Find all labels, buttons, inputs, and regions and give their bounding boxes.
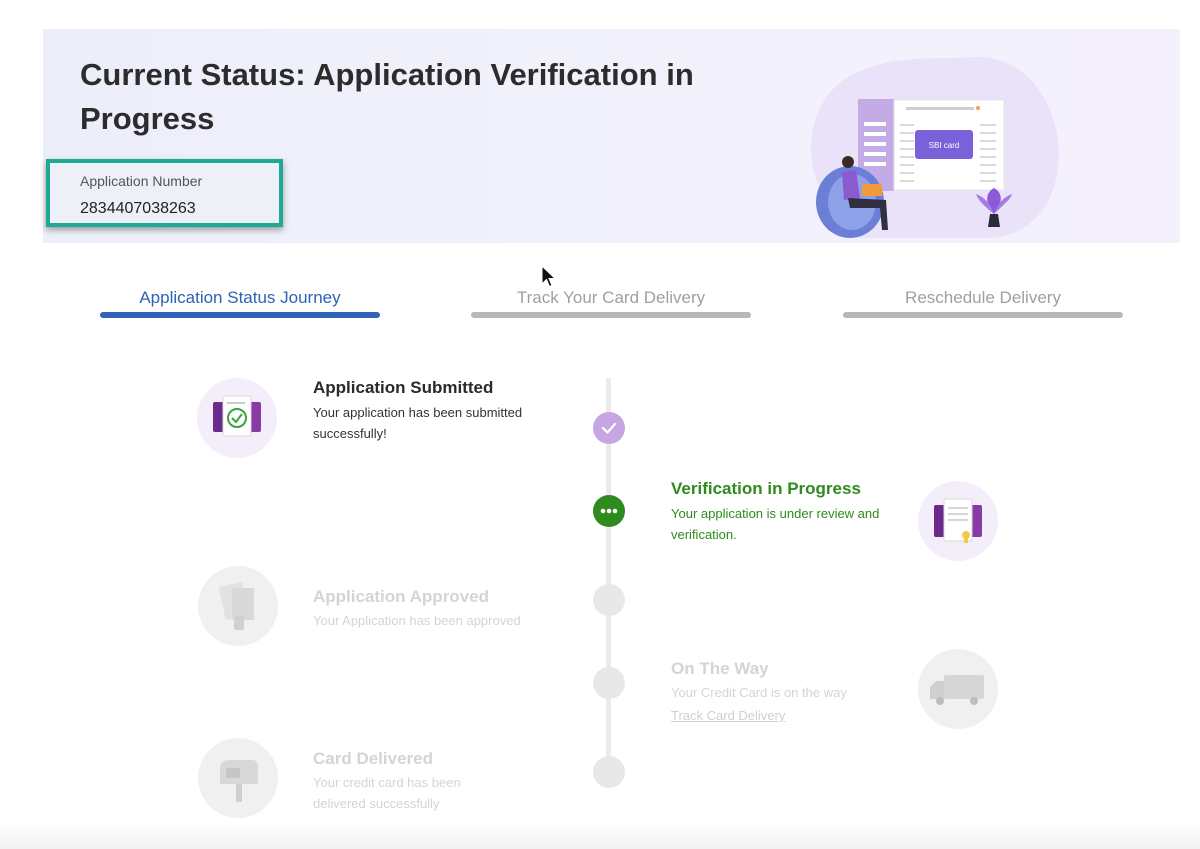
tab-reschedule-delivery[interactable]: Reschedule Delivery: [905, 288, 1061, 307]
document-review-icon: [918, 481, 998, 561]
step-node-pending: [593, 756, 625, 788]
step-title-verification-in-progress: Verification in Progress: [671, 479, 861, 498]
mouse-cursor-icon: [541, 265, 557, 288]
step-desc-on-the-way: Your Credit Card is on the way: [671, 685, 847, 700]
step-node-pending: [593, 584, 625, 616]
step-node-pending: [593, 667, 625, 699]
application-number-value: 2834407038263: [80, 200, 196, 217]
step-desc-application-submitted: Your application has been submitted succ…: [313, 405, 523, 441]
document-check-icon: [197, 378, 277, 458]
delivery-truck-icon: [918, 649, 998, 729]
step-desc-application-approved: Your Application has been approved: [313, 613, 521, 628]
check-icon: [593, 412, 625, 444]
step-title-application-submitted: Application Submitted: [313, 378, 494, 397]
mailbox-icon: [198, 738, 278, 818]
tab-application-status-journey[interactable]: Application Status Journey: [139, 288, 341, 307]
step-title-application-approved: Application Approved: [313, 587, 489, 606]
in-progress-dots-icon: [593, 495, 625, 527]
track-card-delivery-link[interactable]: Track Card Delivery: [671, 708, 786, 723]
application-number-box: Application Number 2834407038263: [46, 159, 283, 227]
tab-indicator-track-card-delivery: [471, 312, 751, 318]
svg-text:SBI card: SBI card: [929, 141, 960, 150]
page-title: Current Status: Application Verification…: [80, 57, 694, 136]
step-title-on-the-way: On The Way: [671, 659, 769, 678]
step-desc-card-delivered: Your credit card has been delivered succ…: [313, 775, 461, 811]
card-approved-icon: [198, 566, 278, 646]
tab-indicator-application-status-journey: [100, 312, 380, 318]
step-desc-verification-in-progress: Your application is under review and ver…: [671, 506, 880, 542]
tab-indicator-reschedule-delivery: [843, 312, 1123, 318]
application-number-label: Application Number: [80, 173, 203, 189]
step-title-card-delivered: Card Delivered: [313, 749, 433, 768]
header-illustration: SBI card: [811, 56, 1059, 238]
timeline-track: [606, 378, 611, 788]
tab-track-card-delivery[interactable]: Track Your Card Delivery: [516, 288, 706, 307]
bottom-fade: [0, 822, 1200, 849]
